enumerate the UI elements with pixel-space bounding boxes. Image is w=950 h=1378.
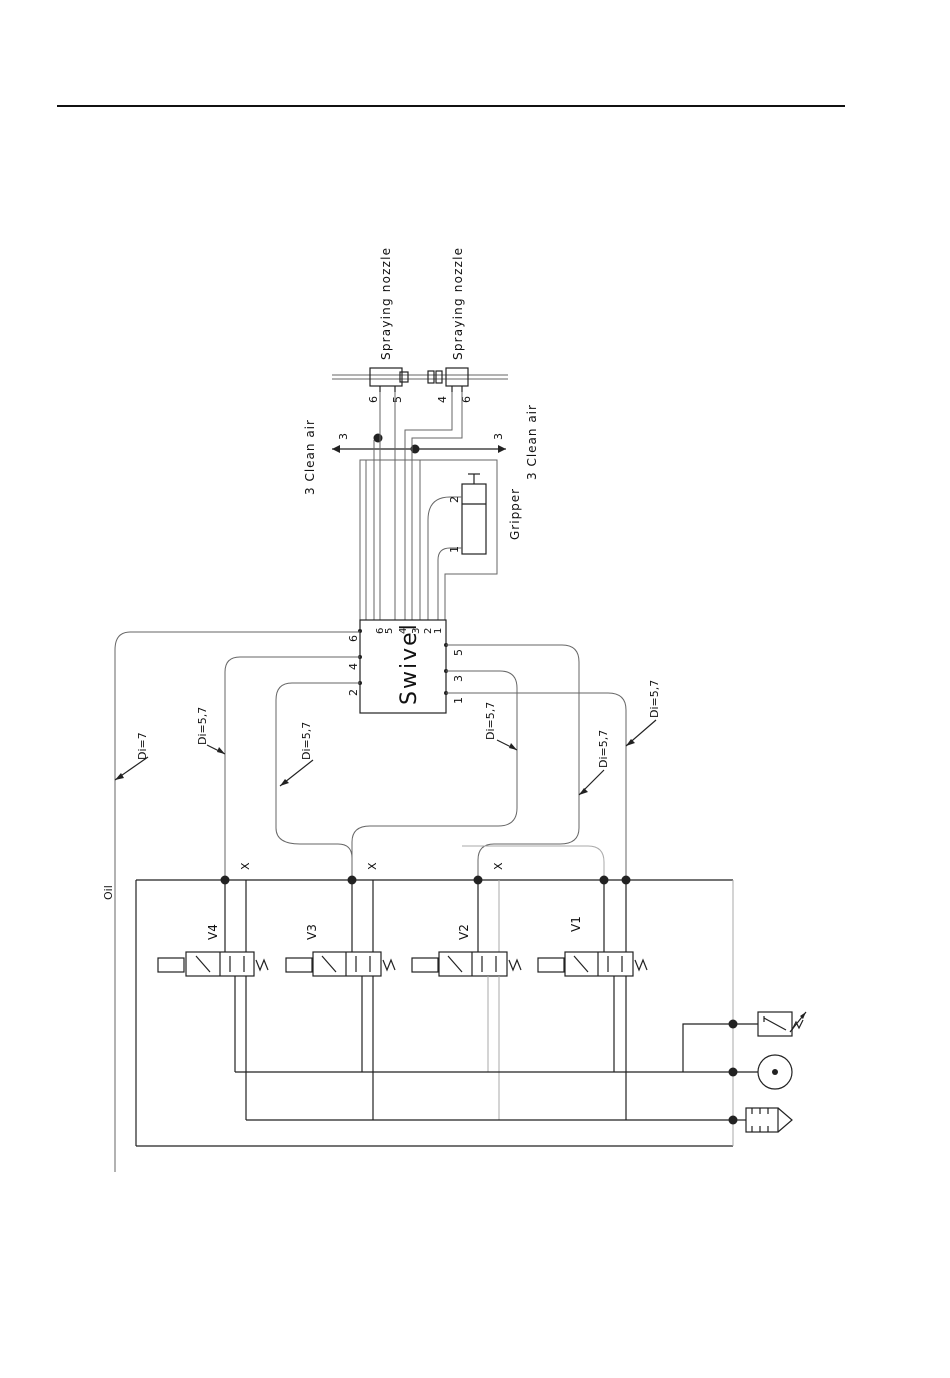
spraying-nozzle-2-label: Spraying nozzle	[451, 247, 465, 360]
nozzle1-port-b: 5	[391, 396, 404, 403]
gripper-label: Gripper	[508, 488, 522, 540]
svg-text:1: 1	[452, 697, 465, 704]
svg-text:3: 3	[452, 675, 465, 682]
swivel-left-ports: 6 4 2	[347, 635, 360, 696]
clean-air-line	[332, 434, 506, 454]
valve-v2-label: V2	[457, 924, 471, 940]
spraying-nozzle-1-label: Spraying nozzle	[379, 247, 393, 360]
svg-text:6: 6	[347, 635, 360, 642]
di-57-b-label: Di=5,7	[300, 722, 313, 760]
clean-air-num-left: 3	[337, 433, 350, 440]
di-57-c-label: Di=5,7	[484, 702, 497, 740]
pressure-source-icon	[758, 1055, 792, 1089]
gripper-port-1: 1	[448, 546, 461, 553]
di-7-label: Di=7	[136, 732, 149, 760]
svg-text:2: 2	[347, 689, 360, 696]
silencer-icon	[746, 1108, 792, 1132]
di-57-d-label: Di=5,7	[597, 730, 610, 768]
valve-v4-label: V4	[206, 924, 220, 940]
gripper-port-2: 2	[448, 496, 461, 503]
svg-text:3: 3	[411, 628, 422, 634]
clean-air-left-label: 3 Clean air	[303, 419, 317, 495]
oil-label: Oil	[102, 885, 115, 900]
valve-v3-label: V3	[305, 924, 319, 940]
pressure-switch-icon	[758, 1012, 806, 1036]
supply-lines	[235, 1020, 758, 1125]
svg-text:1: 1	[433, 628, 444, 634]
valve-v4: V4	[158, 880, 268, 1120]
nozzle2-port-a: 4	[436, 396, 449, 403]
svg-text:4: 4	[398, 628, 409, 634]
di-57-a-label: Di=5,7	[196, 707, 209, 745]
svg-text:5: 5	[452, 649, 465, 656]
spraying-nozzle-2	[422, 368, 508, 392]
clean-air-num-right: 3	[492, 433, 505, 440]
valve-v3: V3	[286, 880, 395, 1120]
nozzle-supply-lines	[366, 392, 462, 620]
spraying-nozzle-1	[332, 368, 446, 392]
svg-text:X: X	[366, 862, 379, 870]
valve-v2: V2	[412, 880, 521, 1120]
svg-text:5: 5	[384, 628, 395, 634]
swivel-right-ports: 5 3 1	[452, 649, 465, 704]
x-marks: X X X	[239, 862, 505, 870]
valve-v1: V1	[538, 880, 647, 1120]
svg-text:X: X	[492, 862, 505, 870]
nozzle1-port-a: 6	[367, 396, 380, 403]
clean-air-right-label: 3 Clean air	[525, 404, 539, 480]
di-57-e-label: Di=5,7	[648, 680, 661, 718]
valve-v1-label: V1	[569, 916, 583, 932]
svg-text:X: X	[239, 862, 252, 870]
svg-text:4: 4	[347, 663, 360, 670]
